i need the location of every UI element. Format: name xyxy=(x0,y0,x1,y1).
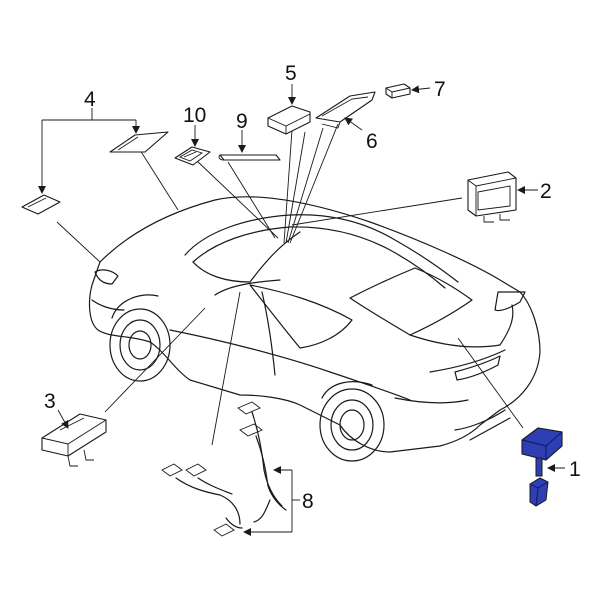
callout-4: 4 xyxy=(84,88,96,111)
part-3-module xyxy=(41,413,107,467)
part-1-highlighted-module xyxy=(521,427,563,507)
callout-7-arrow xyxy=(411,85,431,94)
part-7-connector xyxy=(385,83,411,99)
callout-3: 3 xyxy=(44,390,56,413)
callout-5: 5 xyxy=(285,62,297,85)
callout-2: 2 xyxy=(540,180,552,203)
vehicle-outline xyxy=(88,196,541,462)
callout-8-bracket xyxy=(243,466,300,536)
callout-7: 7 xyxy=(434,78,446,101)
part-10-module xyxy=(174,146,211,166)
callout-8: 8 xyxy=(302,490,314,513)
part-5-box xyxy=(267,105,311,135)
part-2-control-unit xyxy=(467,171,517,223)
callout-1: 1 xyxy=(569,458,581,481)
part-4-panels xyxy=(21,131,169,215)
callout-9: 9 xyxy=(236,110,248,133)
callout-3-arrow xyxy=(57,409,69,429)
leader-lines xyxy=(56,123,524,446)
part-6-tray xyxy=(315,91,376,129)
part-8-wiring-harness xyxy=(161,401,287,537)
callout-6: 6 xyxy=(366,130,378,153)
callout-10: 10 xyxy=(183,104,206,127)
callout-6-arrow xyxy=(344,117,363,131)
part-9-bar xyxy=(218,154,281,161)
callout-4-bracket xyxy=(38,108,140,194)
